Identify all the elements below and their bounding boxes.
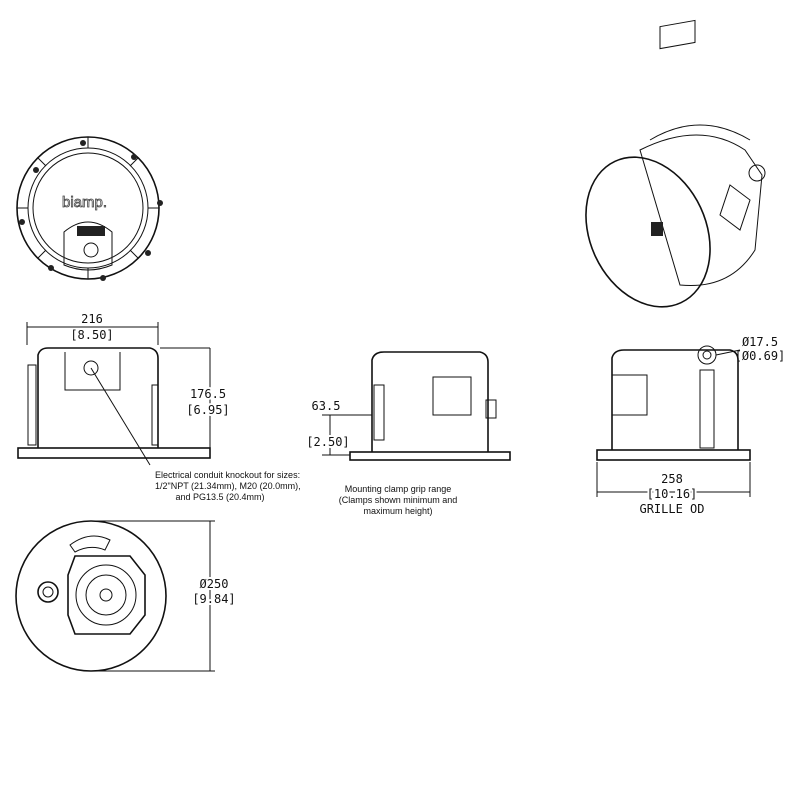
clamp-mm: 63.5 <box>312 399 341 413</box>
height-mm: 176.5 <box>190 387 226 401</box>
top-view-back: biamp. <box>16 136 163 281</box>
conduit-note-2: 1/2"NPT (21.34mm), M20 (20.0mm), <box>155 481 301 491</box>
height-in: [6.95] <box>186 403 229 417</box>
grille-label: GRILLE OD <box>639 502 704 516</box>
cutout-mm: Ø250 <box>200 577 229 591</box>
bottom-view: Ø250 [9.84] <box>15 520 238 672</box>
knockout-in: [Ø0.69] <box>735 349 786 363</box>
width-in: [8.50] <box>70 328 113 342</box>
isometric-view <box>585 19 766 308</box>
side-view-1: 216 [8.50] 176.5 [6.95] Electrical condu… <box>17 312 301 502</box>
conduit-note-1: Electrical conduit knockout for sizes: <box>155 470 300 480</box>
side-view-3: Ø17.5 [Ø0.69] 258 [10.16] GRILLE OD <box>596 335 786 516</box>
grille-in: [10.16] <box>647 487 698 501</box>
knockout-mm: Ø17.5 <box>742 335 778 349</box>
cutout-in: [9.84] <box>192 592 235 606</box>
clamp-note-3: maximum height) <box>363 506 432 516</box>
clamp-note-2: (Clamps shown minimum and <box>339 495 458 505</box>
clamp-note-1: Mounting clamp grip range <box>345 484 452 494</box>
width-mm: 216 <box>81 312 103 326</box>
conduit-note-3: and PG13.5 (20.4mm) <box>175 492 264 502</box>
brand-logo: biamp. <box>62 194 107 211</box>
side-view-2: 63.5 [2.50] Mounting clamp grip range (C… <box>304 351 511 516</box>
clamp-in: [2.50] <box>306 435 349 449</box>
grille-mm: 258 <box>661 472 683 486</box>
